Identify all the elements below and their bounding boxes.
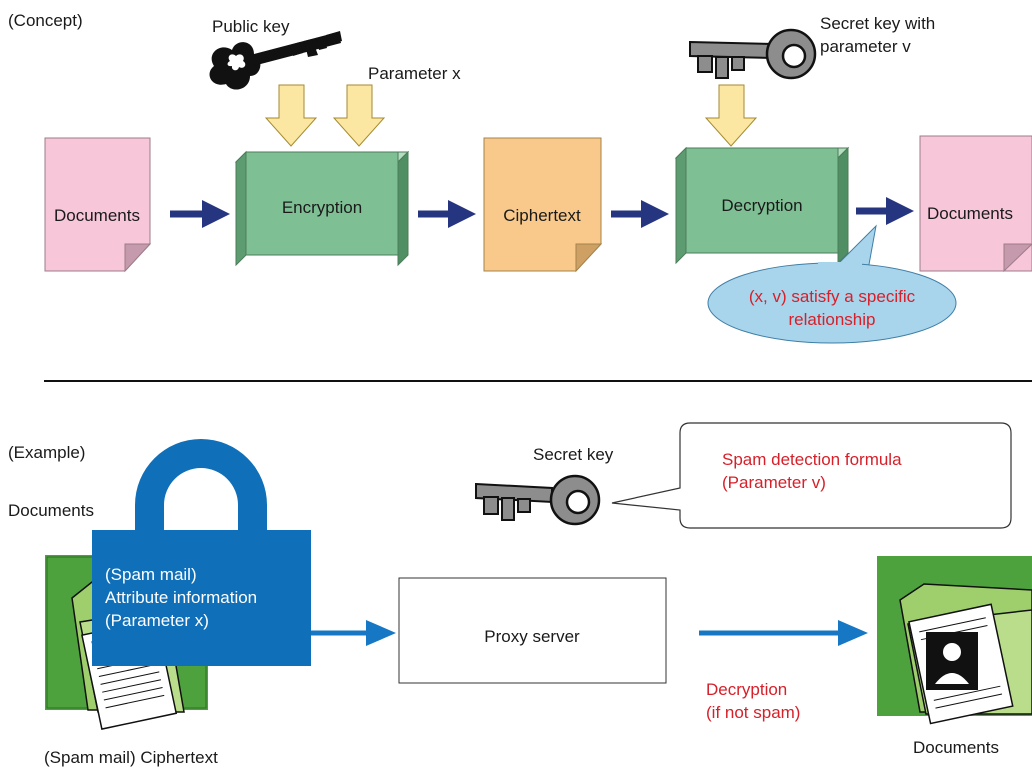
grey-key-icon bbox=[475, 474, 601, 526]
relationship-note-line-2: relationship bbox=[789, 310, 876, 329]
documents-input: Documents bbox=[44, 137, 152, 273]
documents-output: Documents bbox=[919, 135, 1032, 273]
example-arrow-head bbox=[838, 620, 868, 646]
proxy-server-box bbox=[398, 577, 667, 684]
secret-key-input-arrow bbox=[704, 84, 758, 147]
encryption-box: Encryption bbox=[234, 150, 410, 267]
padlock-icon: (Spam mail) Attribute information (Param… bbox=[92, 439, 311, 666]
example-secret-key-label: Secret key bbox=[533, 445, 614, 464]
grey-key-icon bbox=[689, 28, 817, 80]
spam-formula-callout: Spam detection formula (Parameter v) bbox=[611, 422, 1012, 529]
lock-text-line-2: Attribute information bbox=[105, 588, 257, 607]
ciphertext-label: Ciphertext bbox=[503, 206, 581, 225]
decryption-note-line-2: (if not spam) bbox=[706, 703, 800, 722]
folder-documents-icon bbox=[877, 556, 1032, 725]
ciphertext-caption: (Spam mail) Ciphertext bbox=[44, 748, 218, 767]
person-photo-icon bbox=[926, 632, 978, 690]
example-section-label: (Example) bbox=[8, 443, 85, 462]
secret-key-label-line-1: Secret key with bbox=[820, 14, 935, 33]
parameter-x-label: Parameter x bbox=[368, 64, 461, 83]
spam-formula-line-1: Spam detection formula bbox=[722, 450, 902, 469]
spam-formula-line-2: (Parameter v) bbox=[722, 473, 826, 492]
proxy-server-label: Proxy server bbox=[484, 627, 580, 646]
concept-section-label: (Concept) bbox=[8, 11, 83, 30]
example-documents-output-label: Documents bbox=[913, 738, 999, 757]
secret-key-label-line-2: parameter v bbox=[820, 37, 911, 56]
lock-text-line-1: (Spam mail) bbox=[105, 565, 197, 584]
relationship-note-line-1: (x, v) satisfy a specific bbox=[749, 287, 916, 306]
black-key-icon bbox=[209, 31, 342, 90]
example-arrow-head bbox=[366, 620, 396, 646]
example-documents-label: Documents bbox=[8, 501, 94, 520]
documents-input-label: Documents bbox=[54, 206, 140, 225]
decryption-box: Decryption bbox=[674, 146, 850, 265]
documents-output-label: Documents bbox=[927, 204, 1013, 223]
public-key-label: Public key bbox=[212, 17, 290, 36]
decryption-note-line-1: Decryption bbox=[706, 680, 787, 699]
encryption-label: Encryption bbox=[282, 198, 362, 217]
lock-text-line-3: (Parameter x) bbox=[105, 611, 209, 630]
ciphertext-document: Ciphertext bbox=[483, 137, 603, 273]
relationship-bubble: (x, v) satisfy a specific relationship bbox=[707, 224, 957, 344]
parameter-x-input-arrow bbox=[332, 84, 386, 147]
decryption-label: Decryption bbox=[721, 196, 802, 215]
public-key-input-arrow bbox=[264, 84, 318, 147]
